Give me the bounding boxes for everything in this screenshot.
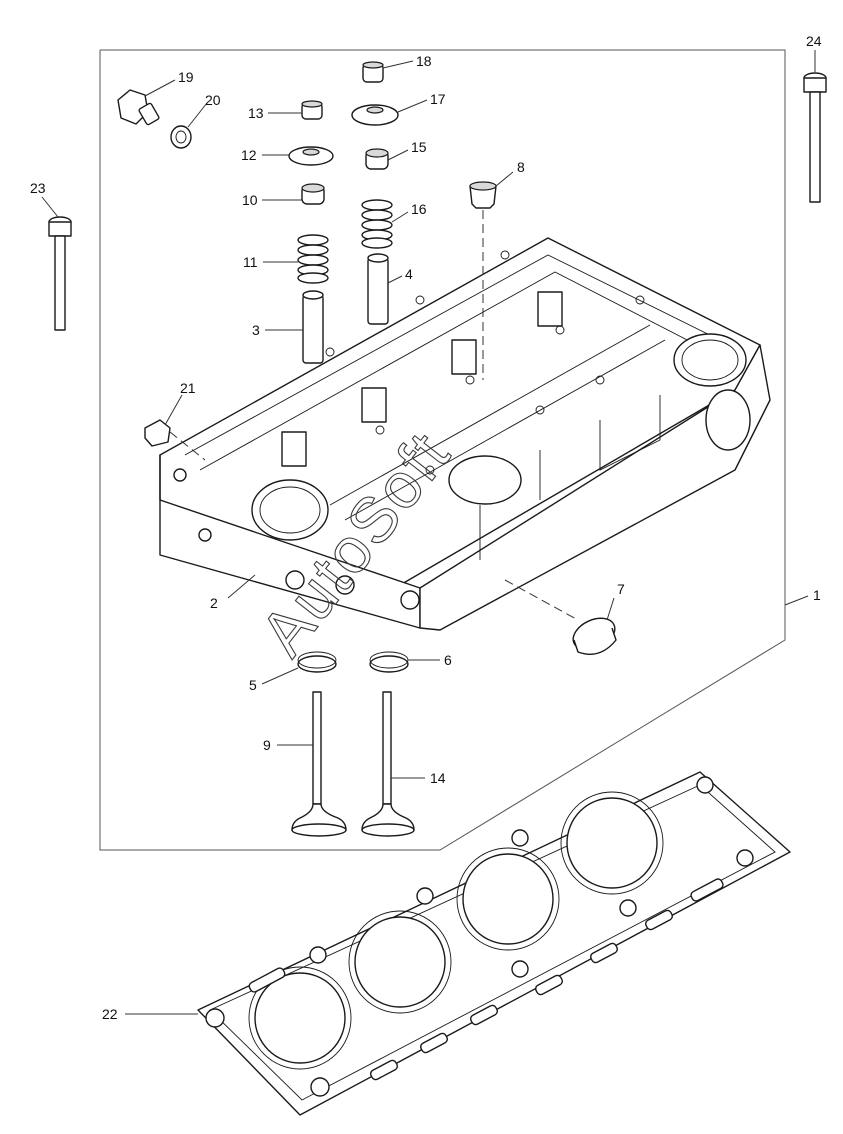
callout-3: 3 — [252, 322, 260, 338]
callout-7: 7 — [617, 581, 625, 597]
head-bolt-24 — [803, 72, 827, 203]
callout-13: 13 — [248, 105, 264, 121]
callout-11: 11 — [243, 254, 258, 270]
spring-retainer-17 — [351, 104, 399, 126]
callout-15: 15 — [411, 139, 427, 155]
plug-bolt-19 — [117, 89, 160, 126]
valve-collet-13 — [301, 100, 323, 120]
valve-spring-16 — [361, 199, 393, 249]
assembly-frame — [99, 49, 786, 851]
callout-20: 20 — [205, 92, 221, 108]
valve-9 — [291, 691, 347, 837]
leader-lines — [41, 50, 816, 1015]
valve-seat-5 — [297, 651, 337, 673]
valve-spring-11 — [297, 234, 329, 284]
callout-23: 23 — [30, 180, 46, 196]
valve-guide-3 — [302, 290, 324, 364]
callout-22: 22 — [102, 1006, 118, 1022]
callout-4: 4 — [405, 266, 413, 282]
valve-collet-18 — [362, 61, 384, 83]
sealing-washer-20 — [170, 125, 192, 149]
valve-stem-seal-10 — [301, 183, 325, 205]
callout-12: 12 — [241, 147, 257, 163]
callout-8: 8 — [517, 159, 525, 175]
plug-21 — [144, 419, 171, 447]
valve-14 — [361, 691, 415, 837]
head-gasket-22 — [197, 771, 791, 1116]
valve-guide-4 — [367, 253, 389, 325]
callout-9: 9 — [263, 737, 271, 753]
callout-1: 1 — [813, 587, 821, 603]
head-bolt-23 — [48, 216, 72, 331]
callout-16: 16 — [411, 201, 427, 217]
callout-6: 6 — [444, 652, 452, 668]
plug-8 — [469, 181, 497, 209]
callout-14: 14 — [430, 770, 446, 786]
callout-labels: 1 2 3 4 5 6 7 8 9 10 11 12 13 14 15 16 1… — [30, 33, 822, 1022]
valve-seat-6 — [369, 651, 409, 673]
callout-21: 21 — [180, 380, 196, 396]
callout-19: 19 — [178, 69, 194, 85]
bearing-bush-7 — [572, 617, 617, 655]
callout-24: 24 — [806, 33, 822, 49]
callout-10: 10 — [242, 192, 258, 208]
callout-5: 5 — [249, 677, 257, 693]
cylinder-head — [159, 237, 771, 631]
callout-2: 2 — [210, 595, 218, 611]
callout-18: 18 — [416, 53, 432, 69]
valve-stem-seal-15 — [365, 148, 389, 170]
spring-retainer-12 — [288, 146, 334, 166]
callout-17: 17 — [430, 91, 446, 107]
